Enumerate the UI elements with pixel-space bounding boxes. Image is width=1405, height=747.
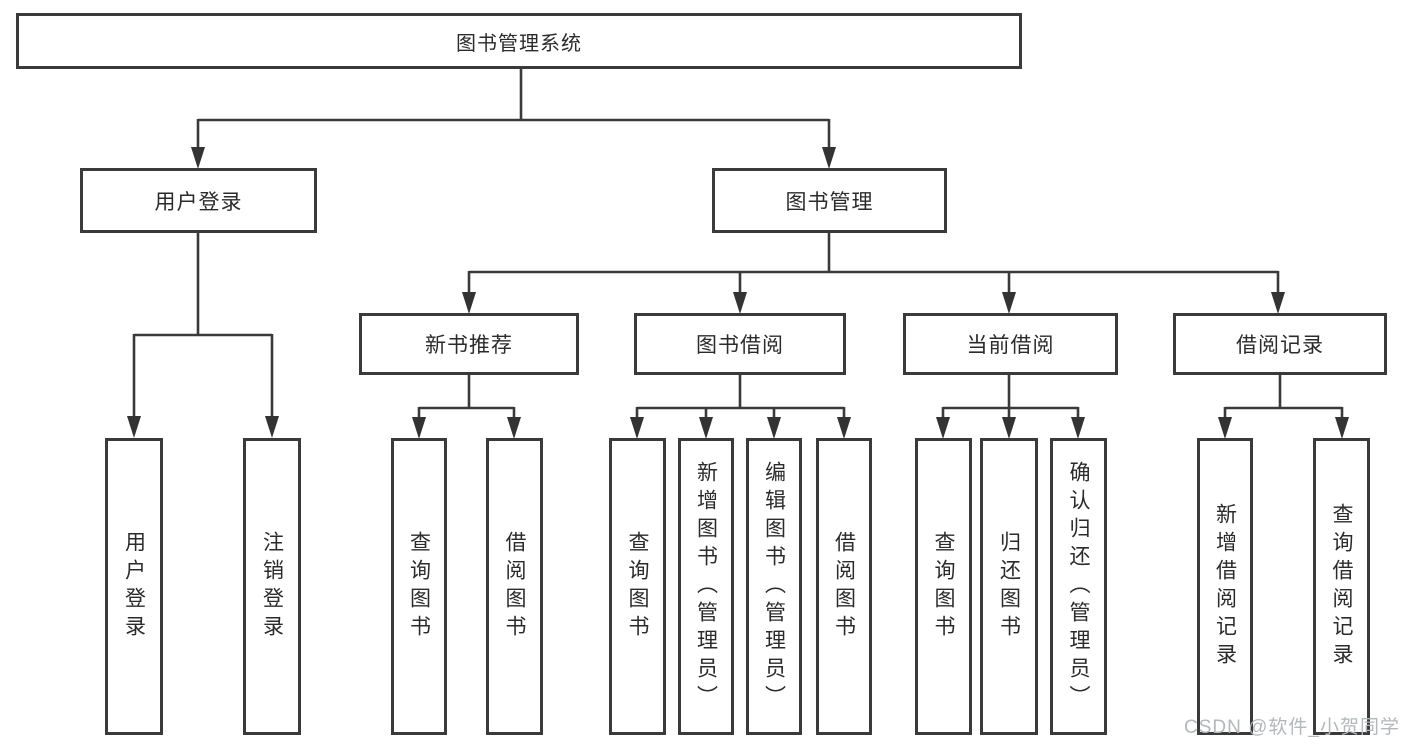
node-new-book-recommend-label: 新书推荐 (425, 334, 513, 357)
node-user-login-label: 用户登录 (154, 190, 243, 214)
node-user-login: 用户登录 (80, 168, 317, 233)
leaf-edit-books-admin: 编辑图书（管理员） (746, 438, 802, 735)
leaf-query-borrow-record: 查询借阅记录 (1313, 438, 1370, 735)
node-borrowing-records: 借阅记录 (1173, 313, 1387, 375)
node-book-management: 图书管理 (712, 168, 947, 233)
leaf-borrow-books-recommend: 借阅图书 (486, 438, 543, 735)
watermark: CSDN @软件_小贺同学 (1184, 717, 1400, 738)
node-root-label: 图书管理系统 (456, 32, 582, 55)
leaf-query-books-current-label: 查询图书 (932, 530, 955, 643)
leaf-query-borrow-record-label: 查询借阅记录 (1330, 502, 1353, 671)
leaf-confirm-return-admin-label: 确认归还（管理员） (1067, 460, 1090, 713)
leaf-logout-label: 注销登录 (260, 530, 284, 643)
arrowhead-icons (127, 147, 1349, 439)
node-current-borrowing: 当前借阅 (903, 313, 1118, 375)
leaf-return-books: 归还图书 (980, 438, 1038, 735)
leaf-logout: 注销登录 (243, 438, 301, 735)
leaf-query-books-recommend: 查询图书 (391, 438, 447, 735)
node-book-management-label: 图书管理 (785, 190, 874, 214)
leaf-borrow-books-label: 借阅图书 (832, 530, 856, 643)
node-book-borrowing-label: 图书借阅 (696, 334, 784, 357)
node-root: 图书管理系统 (16, 13, 1022, 69)
leaf-query-books-recommend-label: 查询图书 (407, 530, 431, 643)
node-book-borrowing: 图书借阅 (634, 313, 846, 375)
leaf-query-books-borrowing-label: 查询图书 (626, 530, 649, 643)
leaf-borrow-books: 借阅图书 (816, 438, 872, 735)
leaf-add-books-admin: 新增图书（管理员） (678, 438, 734, 735)
leaf-add-borrow-record-label: 新增借阅记录 (1213, 502, 1237, 671)
leaf-edit-books-admin-label: 编辑图书（管理员） (762, 460, 786, 713)
leaf-borrow-books-recommend-label: 借阅图书 (503, 530, 526, 643)
node-current-borrowing-label: 当前借阅 (966, 334, 1055, 357)
node-borrowing-records-label: 借阅记录 (1236, 334, 1324, 357)
leaf-confirm-return-admin: 确认归还（管理员） (1050, 438, 1107, 735)
leaf-user-login-label: 用户登录 (122, 530, 146, 643)
leaf-user-login: 用户登录 (105, 438, 163, 735)
leaf-query-books-borrowing: 查询图书 (609, 438, 666, 735)
leaf-return-books-label: 归还图书 (997, 530, 1021, 643)
leaf-add-books-admin-label: 新增图书（管理员） (694, 460, 718, 713)
leaf-query-books-current: 查询图书 (915, 438, 972, 735)
leaf-add-borrow-record: 新增借阅记录 (1197, 438, 1253, 735)
node-new-book-recommend: 新书推荐 (359, 313, 579, 375)
